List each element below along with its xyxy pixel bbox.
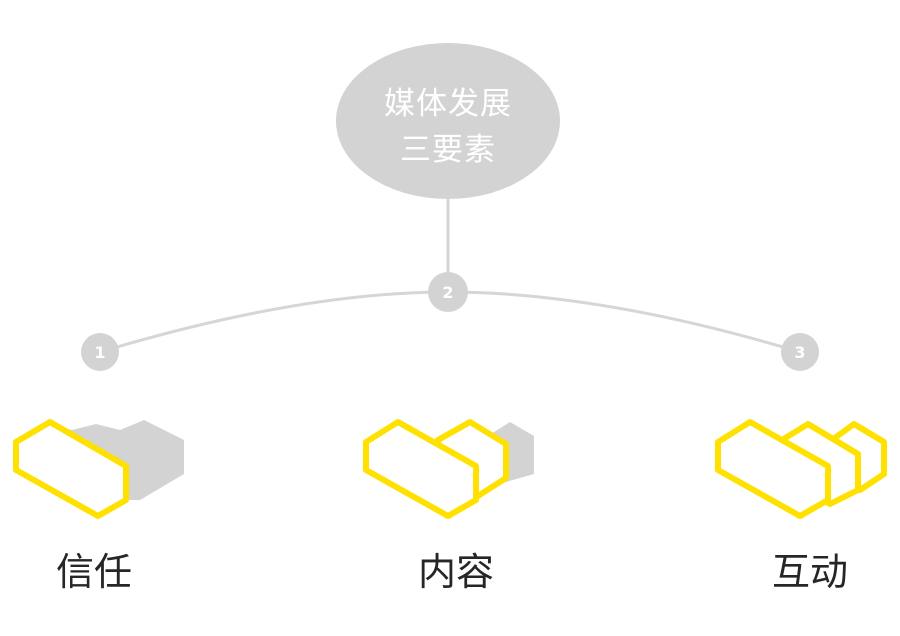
- step-node-1: 1: [81, 333, 119, 371]
- step-number-3: 3: [794, 343, 805, 362]
- step-number-2: 2: [442, 283, 453, 302]
- step-label-interaction: 互动: [772, 550, 849, 594]
- root-title-line2: 三要素: [400, 132, 496, 168]
- trust-blocks-icon: [13, 419, 184, 519]
- content-blocks-icon: [363, 419, 534, 519]
- interaction-blocks-icon: [715, 419, 887, 519]
- root-title-line1: 媒体发展: [384, 86, 512, 122]
- step-node-3: 3: [781, 333, 819, 371]
- root-node: [336, 43, 560, 199]
- step-number-1: 1: [94, 343, 105, 362]
- step-node-2: 2: [428, 272, 468, 312]
- step-label-trust: 信任: [56, 550, 133, 594]
- step-label-content: 内容: [418, 550, 495, 594]
